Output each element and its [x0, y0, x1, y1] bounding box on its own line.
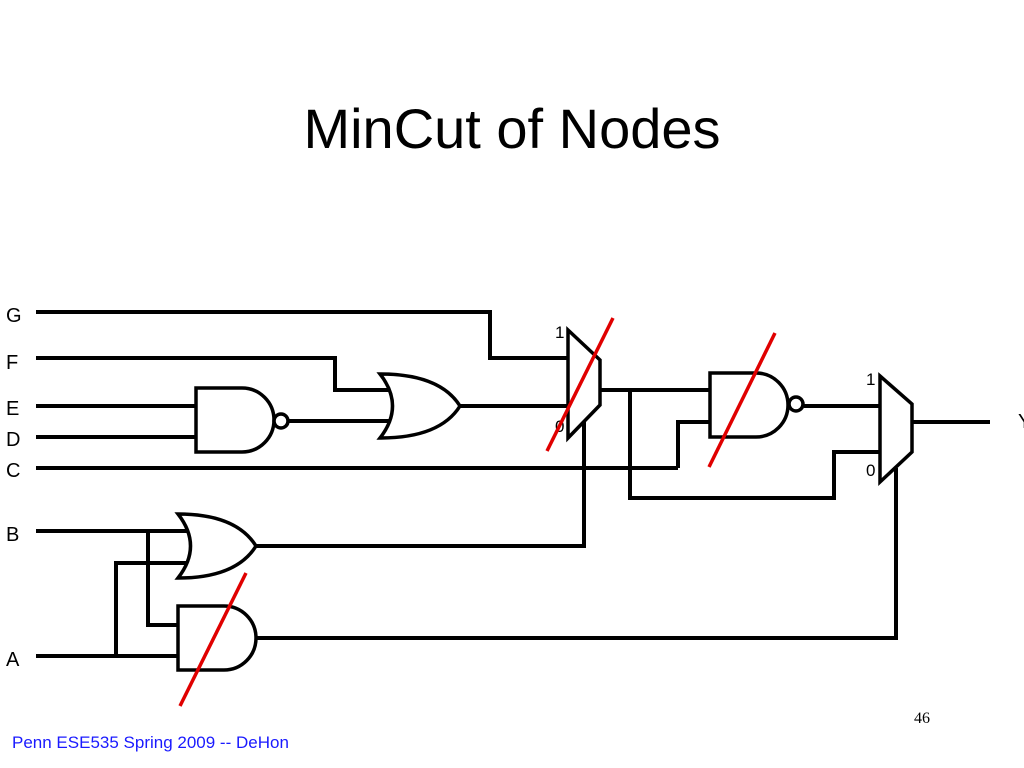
input-label-a: A — [6, 649, 20, 671]
input-label-f: F — [6, 352, 18, 374]
slide-title: MinCut of Nodes — [303, 97, 721, 160]
wire-f — [36, 356, 392, 392]
footer-text: Penn ESE535 Spring 2009 -- DeHon — [12, 733, 289, 752]
mux2-label-0: 0 — [866, 461, 875, 480]
wire-c-nand2 — [676, 420, 710, 468]
or-gate-2 — [174, 512, 259, 580]
wire-and-mux2-select — [256, 468, 898, 640]
cut-mark-mux1 — [545, 317, 615, 452]
cut-mark-nand2 — [707, 332, 777, 468]
nand-gate-1 — [194, 386, 290, 454]
or-gate-1 — [376, 372, 463, 440]
wire-g — [36, 310, 568, 360]
nand-gate-2 — [708, 371, 805, 439]
input-label-e: E — [6, 398, 19, 420]
wires — [36, 310, 990, 658]
input-label-g: G — [6, 305, 22, 327]
wire-a-or2 — [114, 561, 190, 656]
output-label-y: Y — [1018, 411, 1024, 433]
input-label-b: B — [6, 524, 19, 546]
mux2-label-1: 1 — [866, 370, 875, 389]
wire-or2-mux1-select — [256, 415, 586, 548]
cut-marks — [178, 317, 777, 707]
input-label-c: C — [6, 460, 20, 482]
wire-b-and — [146, 531, 180, 627]
mux1-label-1: 1 — [555, 323, 564, 342]
page-number: 46 — [914, 710, 930, 727]
wire-mux1-mux2 — [628, 390, 880, 500]
cut-mark-and — [178, 572, 248, 707]
input-label-d: D — [6, 429, 20, 451]
and-gate — [176, 604, 258, 672]
mux-2: 1 0 — [866, 370, 914, 487]
